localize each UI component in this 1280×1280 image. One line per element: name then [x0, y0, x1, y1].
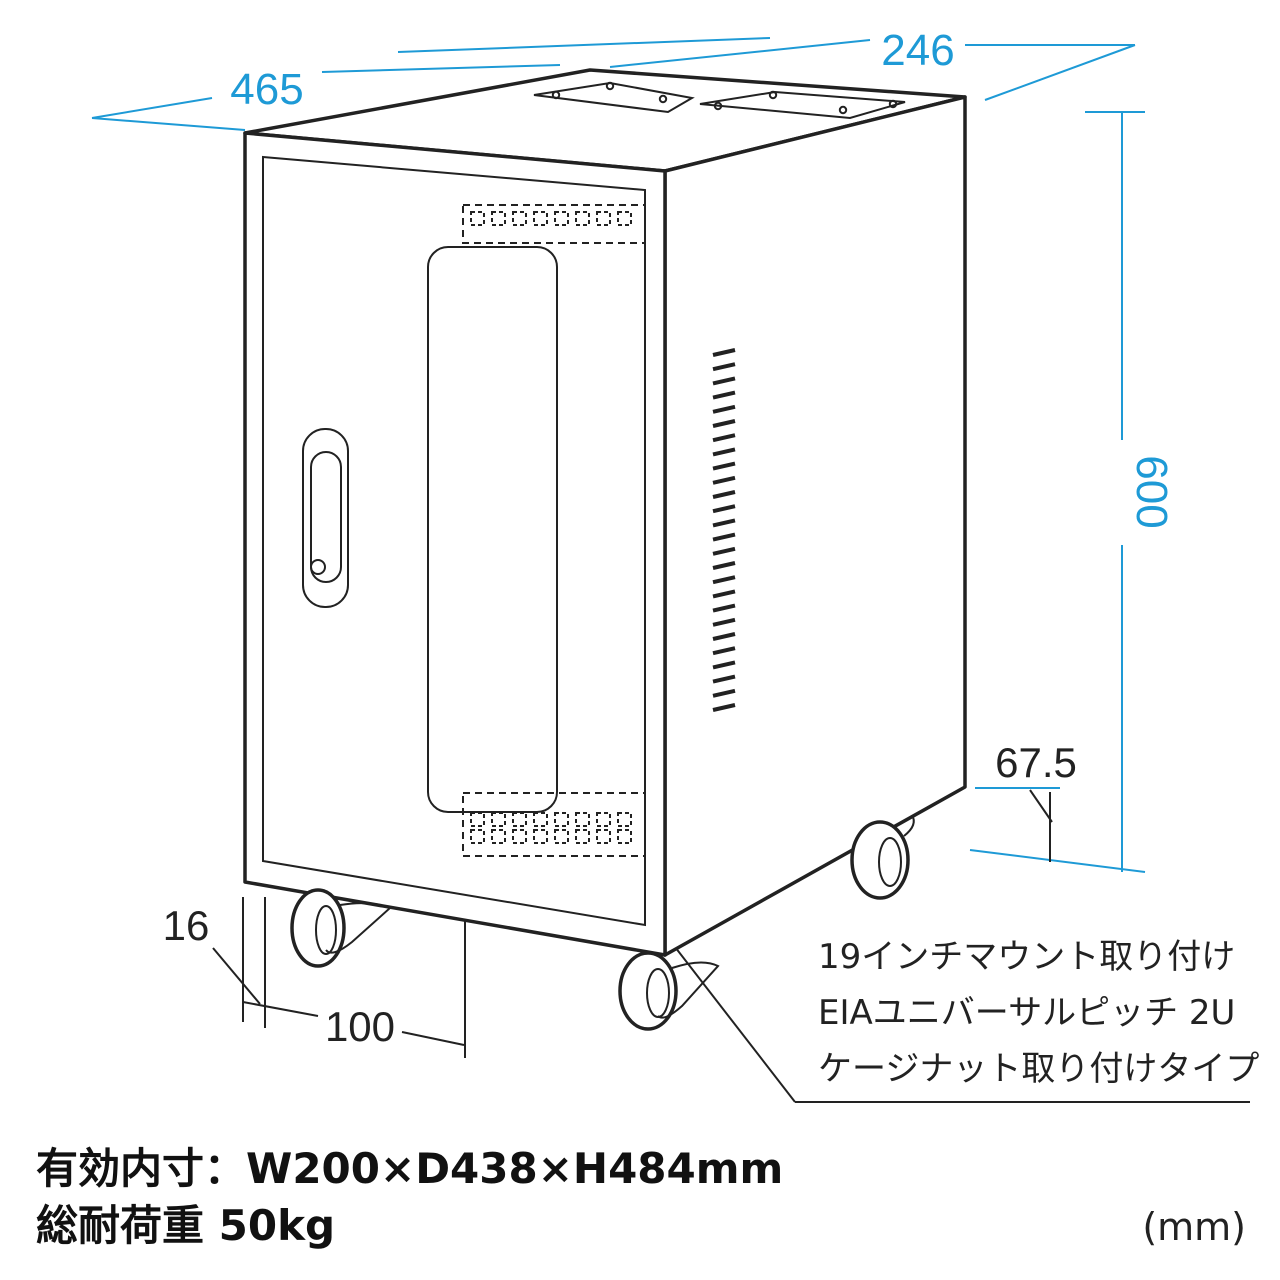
- vent-slot: [712, 404, 736, 414]
- rail-slot: [533, 812, 548, 827]
- rail-slot: [617, 829, 632, 844]
- vent-slot: [712, 603, 736, 613]
- unit-label: (mm): [1142, 1205, 1246, 1249]
- rail-slot: [575, 829, 590, 844]
- rail-slot: [575, 812, 590, 827]
- vent-slot: [712, 617, 736, 627]
- rail-slot: [512, 812, 527, 827]
- rack-rail-bottom: [462, 792, 646, 857]
- vent-slot: [712, 688, 736, 698]
- rail-slot: [554, 829, 569, 844]
- door-handle-icon: [302, 428, 349, 608]
- vent-slot: [712, 376, 736, 386]
- vent-slot: [712, 561, 736, 570]
- vent-slot: [712, 546, 736, 556]
- inner-size-spec: 有効内寸：W200×D438×H484mm: [36, 1144, 783, 1193]
- rail-slots: [470, 211, 632, 844]
- caster-icon: [618, 951, 720, 1031]
- vent-slot: [712, 632, 736, 641]
- vent-slot: [712, 518, 736, 528]
- caster-offset-label: 67.5: [995, 739, 1077, 786]
- vent-slot: [712, 589, 736, 599]
- rail-slot: [554, 211, 569, 226]
- cabinet-side: [663, 95, 967, 957]
- cabinet: [243, 68, 967, 957]
- vent-slot: [712, 532, 736, 542]
- mount-note-line1: 19インチマウント取り付け: [818, 937, 1235, 977]
- rail-slot: [533, 829, 548, 844]
- vent-slot: [712, 575, 736, 585]
- side-margin-label: 16: [163, 902, 210, 949]
- vent-slot: [712, 646, 736, 656]
- cable-port-icon: [533, 81, 695, 114]
- vent-slot: [712, 390, 736, 400]
- vent-slot: [712, 433, 736, 443]
- rail-slot: [512, 211, 527, 226]
- mount-offset-label: 100: [325, 1003, 395, 1050]
- dimension-lines: [91, 37, 1146, 873]
- width-dimension-label: 246: [881, 26, 954, 75]
- mount-note-line2: EIAユニバーサルピッチ 2U: [818, 993, 1235, 1033]
- rail-slot: [554, 812, 569, 827]
- vent-slot: [712, 461, 736, 471]
- rail-slot: [596, 829, 611, 844]
- rail-slot: [470, 829, 485, 844]
- load-capacity-spec: 総耐荷重 50kg: [36, 1201, 335, 1250]
- vent-slot: [712, 674, 736, 684]
- rack-rail-top: [462, 204, 646, 244]
- rail-slot: [491, 812, 506, 827]
- vent-slot: [712, 475, 736, 485]
- rail-slot: [617, 211, 632, 226]
- vent-slot: [712, 362, 736, 372]
- rail-slot: [617, 812, 632, 827]
- caster-icon: [850, 814, 915, 900]
- rail-slot: [470, 812, 485, 827]
- vent-slot: [712, 447, 736, 457]
- cable-port-icon: [699, 90, 906, 120]
- caster-icon: [290, 888, 392, 968]
- rail-slot: [470, 211, 485, 226]
- rail-slot: [491, 829, 506, 844]
- casters: [290, 814, 915, 1031]
- rail-slot: [596, 812, 611, 827]
- rail-slot: [533, 211, 548, 226]
- rail-slot: [596, 211, 611, 226]
- cabinet-front: [243, 131, 667, 957]
- vent-slot: [712, 419, 736, 428]
- rail-slot: [575, 211, 590, 226]
- height-dimension-label: 600: [1127, 455, 1176, 528]
- vent-slot: [712, 703, 736, 712]
- front-door: [262, 155, 646, 927]
- rail-slot: [491, 211, 506, 226]
- vent-slot: [712, 490, 736, 499]
- mount-note-line3: ケージナット取り付けタイプ: [818, 1049, 1259, 1089]
- vent-slot: [712, 348, 736, 357]
- vent-slot: [712, 660, 736, 670]
- vent-slot: [712, 504, 736, 514]
- depth-dimension-label: 465: [230, 65, 303, 114]
- rail-slot: [512, 829, 527, 844]
- vent-slots-icon: [712, 348, 736, 712]
